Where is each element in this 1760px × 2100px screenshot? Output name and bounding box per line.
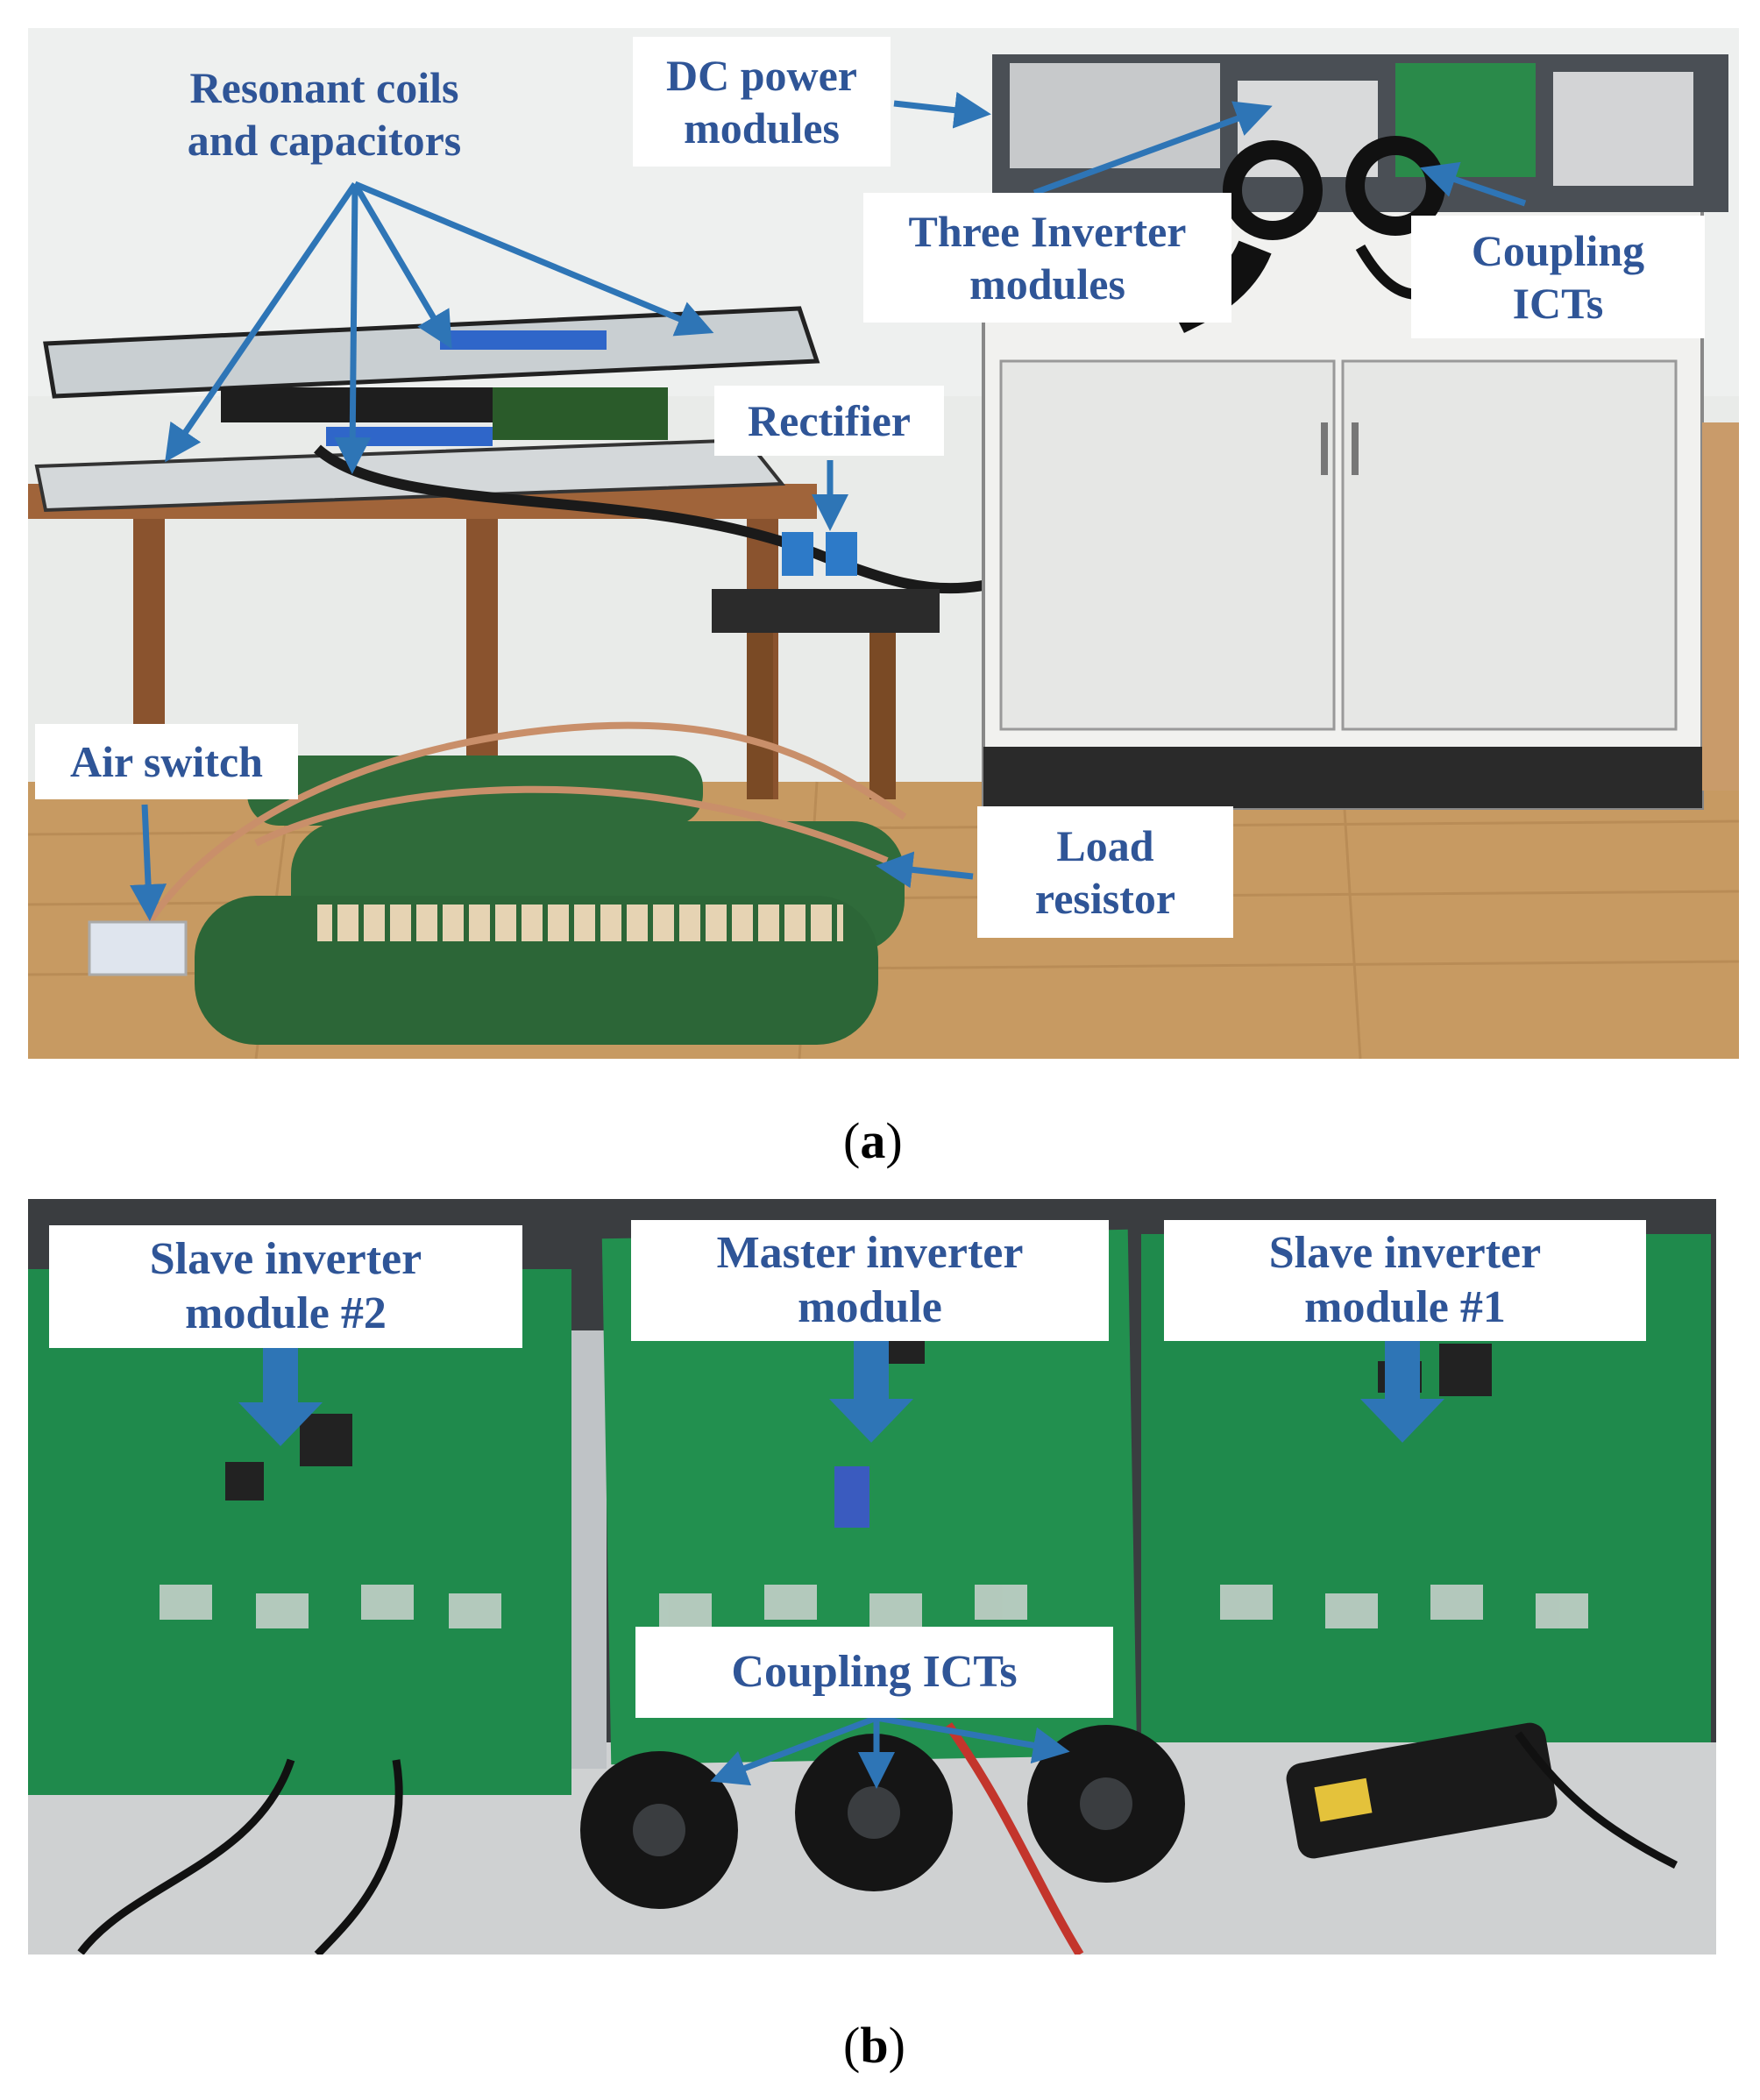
arrow-coil-2 (334, 183, 372, 474)
label-line: Resonant coils (189, 63, 459, 112)
label-line: Slave inverter (149, 1233, 422, 1284)
label-line: Load (1056, 821, 1154, 870)
arrow-dc-power (893, 91, 991, 129)
label-line: Rectifier (748, 396, 911, 445)
arrow-inverter (1033, 101, 1273, 196)
arrow-coil-1 (165, 182, 358, 463)
block-arrow-slave1 (1360, 1337, 1444, 1443)
label-coupling-icts-a: Coupling ICTs (1411, 216, 1705, 338)
label-line: module #1 (1304, 1282, 1506, 1332)
annotation-arrows-a (130, 91, 1527, 921)
label-line: resistor (1034, 874, 1176, 923)
label-coupling-icts-b: Coupling ICTs (635, 1627, 1113, 1718)
block-arrow-master (829, 1337, 913, 1443)
label-rectifier: Rectifier (714, 386, 944, 456)
block-arrow-slave2 (238, 1343, 323, 1446)
arrow-air-switch (130, 804, 167, 921)
label-line: DC power (665, 51, 858, 100)
label-master-inverter: Master inverter module (631, 1220, 1109, 1341)
label-line: module (798, 1282, 942, 1332)
arrow-coupling (1420, 161, 1527, 207)
label-resonant-coils: Resonant coils and capacitors (140, 53, 508, 175)
arrow-coil-3 (351, 182, 452, 350)
arrow-coil-4 (353, 181, 714, 337)
caption-letter: a (860, 1112, 886, 1169)
caption-letter: b (860, 2017, 889, 2074)
label-line: ICTs (1512, 279, 1604, 328)
arrow-ict-3 (876, 1714, 1070, 1764)
label-dc-power-modules: DC power modules (633, 37, 891, 167)
annotation-arrows-b (238, 1337, 1444, 1789)
label-air-switch: Air switch (35, 724, 298, 799)
label-line: modules (684, 103, 840, 153)
label-line: Coupling (1471, 226, 1645, 275)
label-load-resistor: Load resistor (977, 806, 1233, 938)
label-line: Master inverter (716, 1227, 1024, 1278)
label-line: Coupling ICTs (731, 1646, 1018, 1697)
label-line: and capacitors (187, 116, 462, 165)
label-line: Air switch (70, 737, 263, 786)
label-three-inverter-modules: Three Inverter modules (863, 193, 1231, 323)
label-line: modules (969, 259, 1125, 309)
caption-b: (b) (843, 2017, 905, 2074)
arrow-load (876, 851, 974, 889)
caption-a: (a) (843, 1112, 903, 1169)
label-slave-inverter-2: Slave inverter module #2 (49, 1225, 522, 1348)
label-slave-inverter-1: Slave inverter module #1 (1164, 1220, 1646, 1341)
arrow-ict-1 (710, 1714, 878, 1786)
label-line: Slave inverter (1268, 1227, 1542, 1278)
label-line: module #2 (185, 1288, 387, 1338)
label-line: Three Inverter (908, 207, 1187, 256)
